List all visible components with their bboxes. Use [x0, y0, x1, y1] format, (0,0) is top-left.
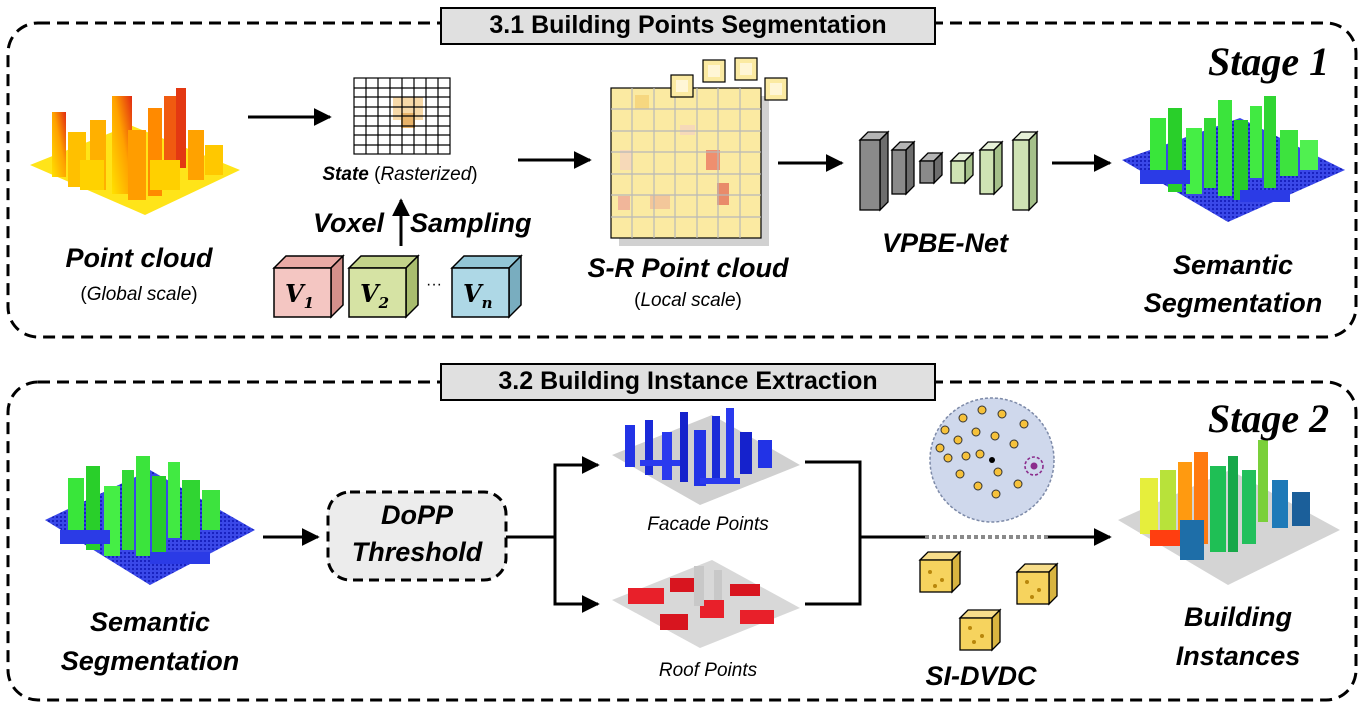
si-dvdc-cubes	[918, 550, 1059, 652]
stage2-label: Stage 2	[1208, 396, 1330, 441]
facade-points-image	[612, 408, 800, 505]
voxel-cube-1	[272, 254, 345, 319]
voxel-cube-2	[347, 254, 420, 319]
stage2-output-line2: Instances	[1175, 641, 1301, 671]
global-point-cloud-image	[30, 88, 240, 215]
stage2-section-title: 3.2 Building Instance Extraction	[498, 367, 878, 395]
voxel-cube-1-label: V1	[285, 279, 315, 312]
stage1-label: Stage 1	[1208, 39, 1330, 84]
voxel-cube-n-label: Vn	[463, 279, 493, 312]
stage1-semantic-output-image	[1122, 96, 1345, 222]
si-dvdc-label: SI-DVDC	[925, 661, 1037, 691]
facade-points-label: Facade Points	[647, 514, 769, 535]
building-instances-image	[1118, 440, 1340, 585]
stage2-input-line1: Semantic	[89, 607, 211, 637]
sr-point-cloud-title: S-R Point cloud	[587, 253, 789, 283]
roof-points-image	[612, 560, 800, 648]
sr-point-cloud-grid	[610, 57, 788, 246]
stage1-section-title: 3.1 Building Points Segmentation	[489, 11, 887, 39]
stage1-title-box	[440, 7, 936, 45]
sampling-label: Sampling	[410, 208, 532, 238]
stage1-output-line1: Semantic	[1172, 250, 1294, 280]
dopp-threshold-line1: DoPP	[380, 500, 454, 530]
vpbe-net-diagram	[858, 130, 1039, 212]
sr-point-cloud-subtitle: (Local scale)	[634, 290, 742, 311]
stage2-output-line1: Building	[1184, 602, 1292, 632]
state-grid	[353, 77, 451, 155]
vpbe-net-label: VPBE-Net	[881, 228, 1009, 258]
stage2-input-line2: Segmentation	[60, 646, 240, 676]
dopp-threshold-box	[326, 490, 508, 582]
dopp-threshold-line2: Threshold	[351, 537, 483, 567]
point-cloud-title: Point cloud	[65, 243, 213, 273]
stage2-title-box	[440, 363, 936, 401]
stage2-frame	[6, 380, 1358, 702]
stage2-semantic-input-image	[45, 456, 255, 585]
split-arrows	[506, 456, 600, 613]
roof-points-label: Roof Points	[658, 660, 758, 681]
point-cloud-subtitle: (Global scale)	[80, 284, 198, 305]
state-label: State (Rasterized)	[322, 164, 478, 185]
voxel-cube-n	[450, 254, 523, 319]
si-dvdc-circle	[929, 397, 1055, 523]
voxel-cube-2-label: V2	[360, 279, 390, 312]
stage1-output-line2: Segmentation	[1143, 288, 1323, 318]
voxel-label: Voxel	[313, 208, 385, 238]
stage1-frame	[6, 21, 1358, 339]
merge-lines	[805, 460, 925, 606]
voxel-ellipsis: ···	[426, 276, 442, 293]
